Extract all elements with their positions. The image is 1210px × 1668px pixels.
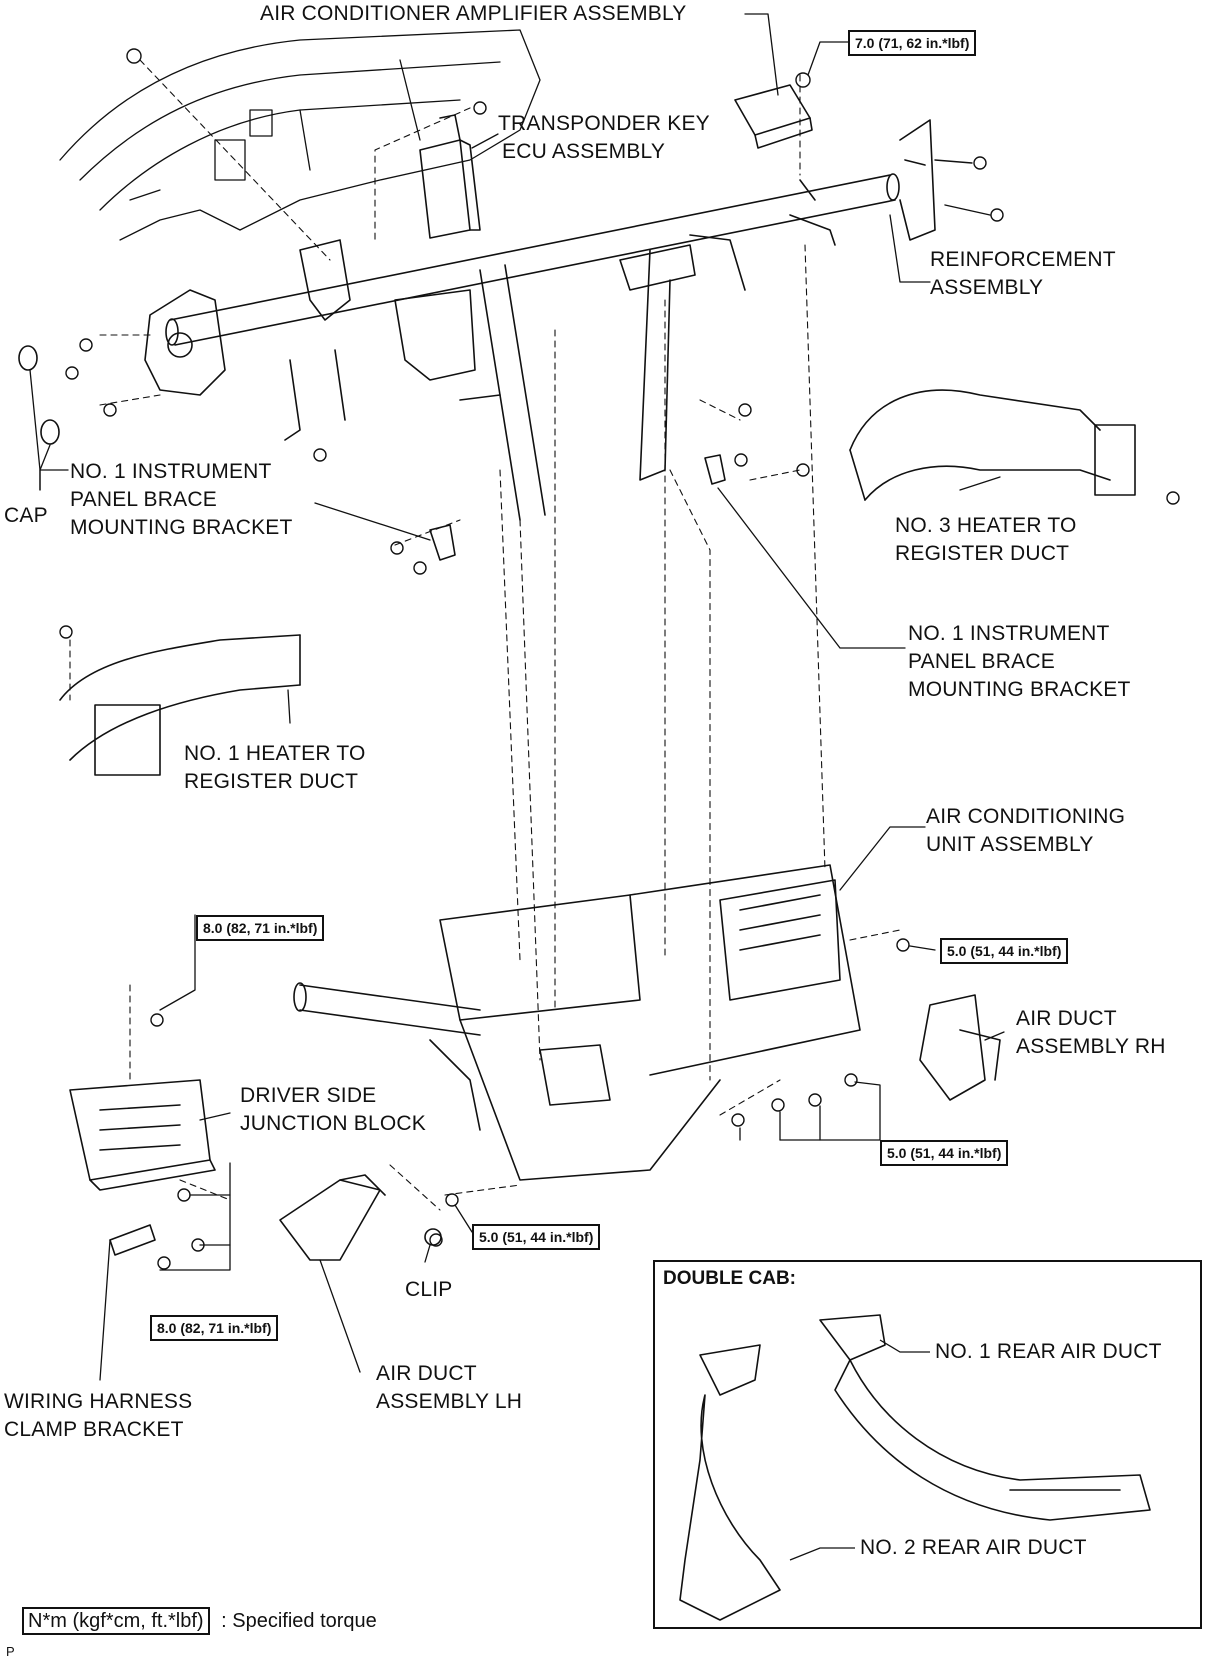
label-leaders bbox=[29, 13, 1005, 1381]
no1-heater-duct bbox=[59, 634, 301, 776]
rear-air-ducts bbox=[679, 1314, 1151, 1621]
air-duct-lh bbox=[279, 1174, 386, 1261]
junction-block bbox=[69, 1079, 216, 1191]
torque-ac-unit-bottom-right: 5.0 (51, 44 in.*lbf) bbox=[880, 1140, 1009, 1166]
torque-legend: N*m (kgf*cm, ft.*lbf) : Specified torque bbox=[22, 1607, 377, 1635]
ac-unit bbox=[293, 864, 861, 1181]
label-air-duct-rh: AIR DUCT ASSEMBLY RH bbox=[1016, 1007, 1166, 1058]
label-brace-bracket-left: NO. 1 INSTRUMENT PANEL BRACE MOUNTING BR… bbox=[70, 460, 293, 539]
legend-symbol: N*m (kgf*cm, ft.*lbf) bbox=[22, 1607, 210, 1635]
label-reinforcement: REINFORCEMENT ASSEMBLY bbox=[930, 248, 1116, 299]
torque-junction-block-bottom: 8.0 (82, 71 in.*lbf) bbox=[150, 1315, 279, 1341]
label-rear-air-duct-2: NO. 2 REAR AIR DUCT bbox=[860, 1536, 1087, 1559]
torque-amplifier: 7.0 (71, 62 in.*lbf) bbox=[848, 30, 977, 56]
reinforcement-tube bbox=[165, 173, 900, 346]
torque-ac-unit-right: 5.0 (51, 44 in.*lbf) bbox=[940, 938, 1069, 964]
legend-description: : Specified torque bbox=[221, 1610, 377, 1632]
clip bbox=[424, 1228, 442, 1246]
label-transponder-key-ecu: TRANSPONDER KEY ECU ASSEMBLY bbox=[498, 112, 710, 163]
label-ac-amplifier: AIR CONDITIONER AMPLIFIER ASSEMBLY bbox=[260, 2, 687, 25]
no3-heater-duct bbox=[849, 389, 1136, 501]
inset-title: DOUBLE CAB: bbox=[663, 1268, 796, 1289]
label-ac-unit: AIR CONDITIONING UNIT ASSEMBLY bbox=[926, 805, 1126, 856]
torque-ac-unit-bottom-left: 5.0 (51, 44 in.*lbf) bbox=[472, 1224, 601, 1250]
label-air-duct-lh: AIR DUCT ASSEMBLY LH bbox=[376, 1362, 523, 1413]
ac-amplifier bbox=[734, 84, 813, 149]
air-duct-rh bbox=[919, 994, 1001, 1101]
wiring-clamp-bracket bbox=[109, 1224, 156, 1256]
label-rear-air-duct-1: NO. 1 REAR AIR DUCT bbox=[935, 1340, 1162, 1363]
caps bbox=[18, 345, 60, 445]
label-cap: CAP bbox=[4, 504, 48, 527]
label-wiring-clamp-bracket: WIRING HARNESS CLAMP BRACKET bbox=[4, 1390, 193, 1441]
label-junction-block: DRIVER SIDE JUNCTION BLOCK bbox=[240, 1084, 426, 1135]
label-brace-bracket-right: NO. 1 INSTRUMENT PANEL BRACE MOUNTING BR… bbox=[908, 622, 1131, 701]
brace-brackets bbox=[429, 454, 726, 561]
tube-brackets bbox=[284, 179, 836, 521]
label-clip: CLIP bbox=[405, 1278, 453, 1301]
corner-mark: P bbox=[6, 1644, 15, 1659]
torque-junction-block-top: 8.0 (82, 71 in.*lbf) bbox=[196, 915, 325, 941]
label-no3-heater-duct: NO. 3 HEATER TO REGISTER DUCT bbox=[895, 514, 1077, 565]
assembly-dashed-lines bbox=[69, 59, 901, 1211]
left-end-bracket bbox=[144, 289, 226, 396]
double-cab-inset: DOUBLE CAB: NO. 1 REAR AIR DUCT NO. 2 RE… bbox=[653, 1260, 1202, 1629]
label-no1-heater-duct: NO. 1 HEATER TO REGISTER DUCT bbox=[184, 742, 366, 793]
right-end-bracket bbox=[899, 119, 936, 241]
dashboard-shell bbox=[59, 29, 541, 241]
